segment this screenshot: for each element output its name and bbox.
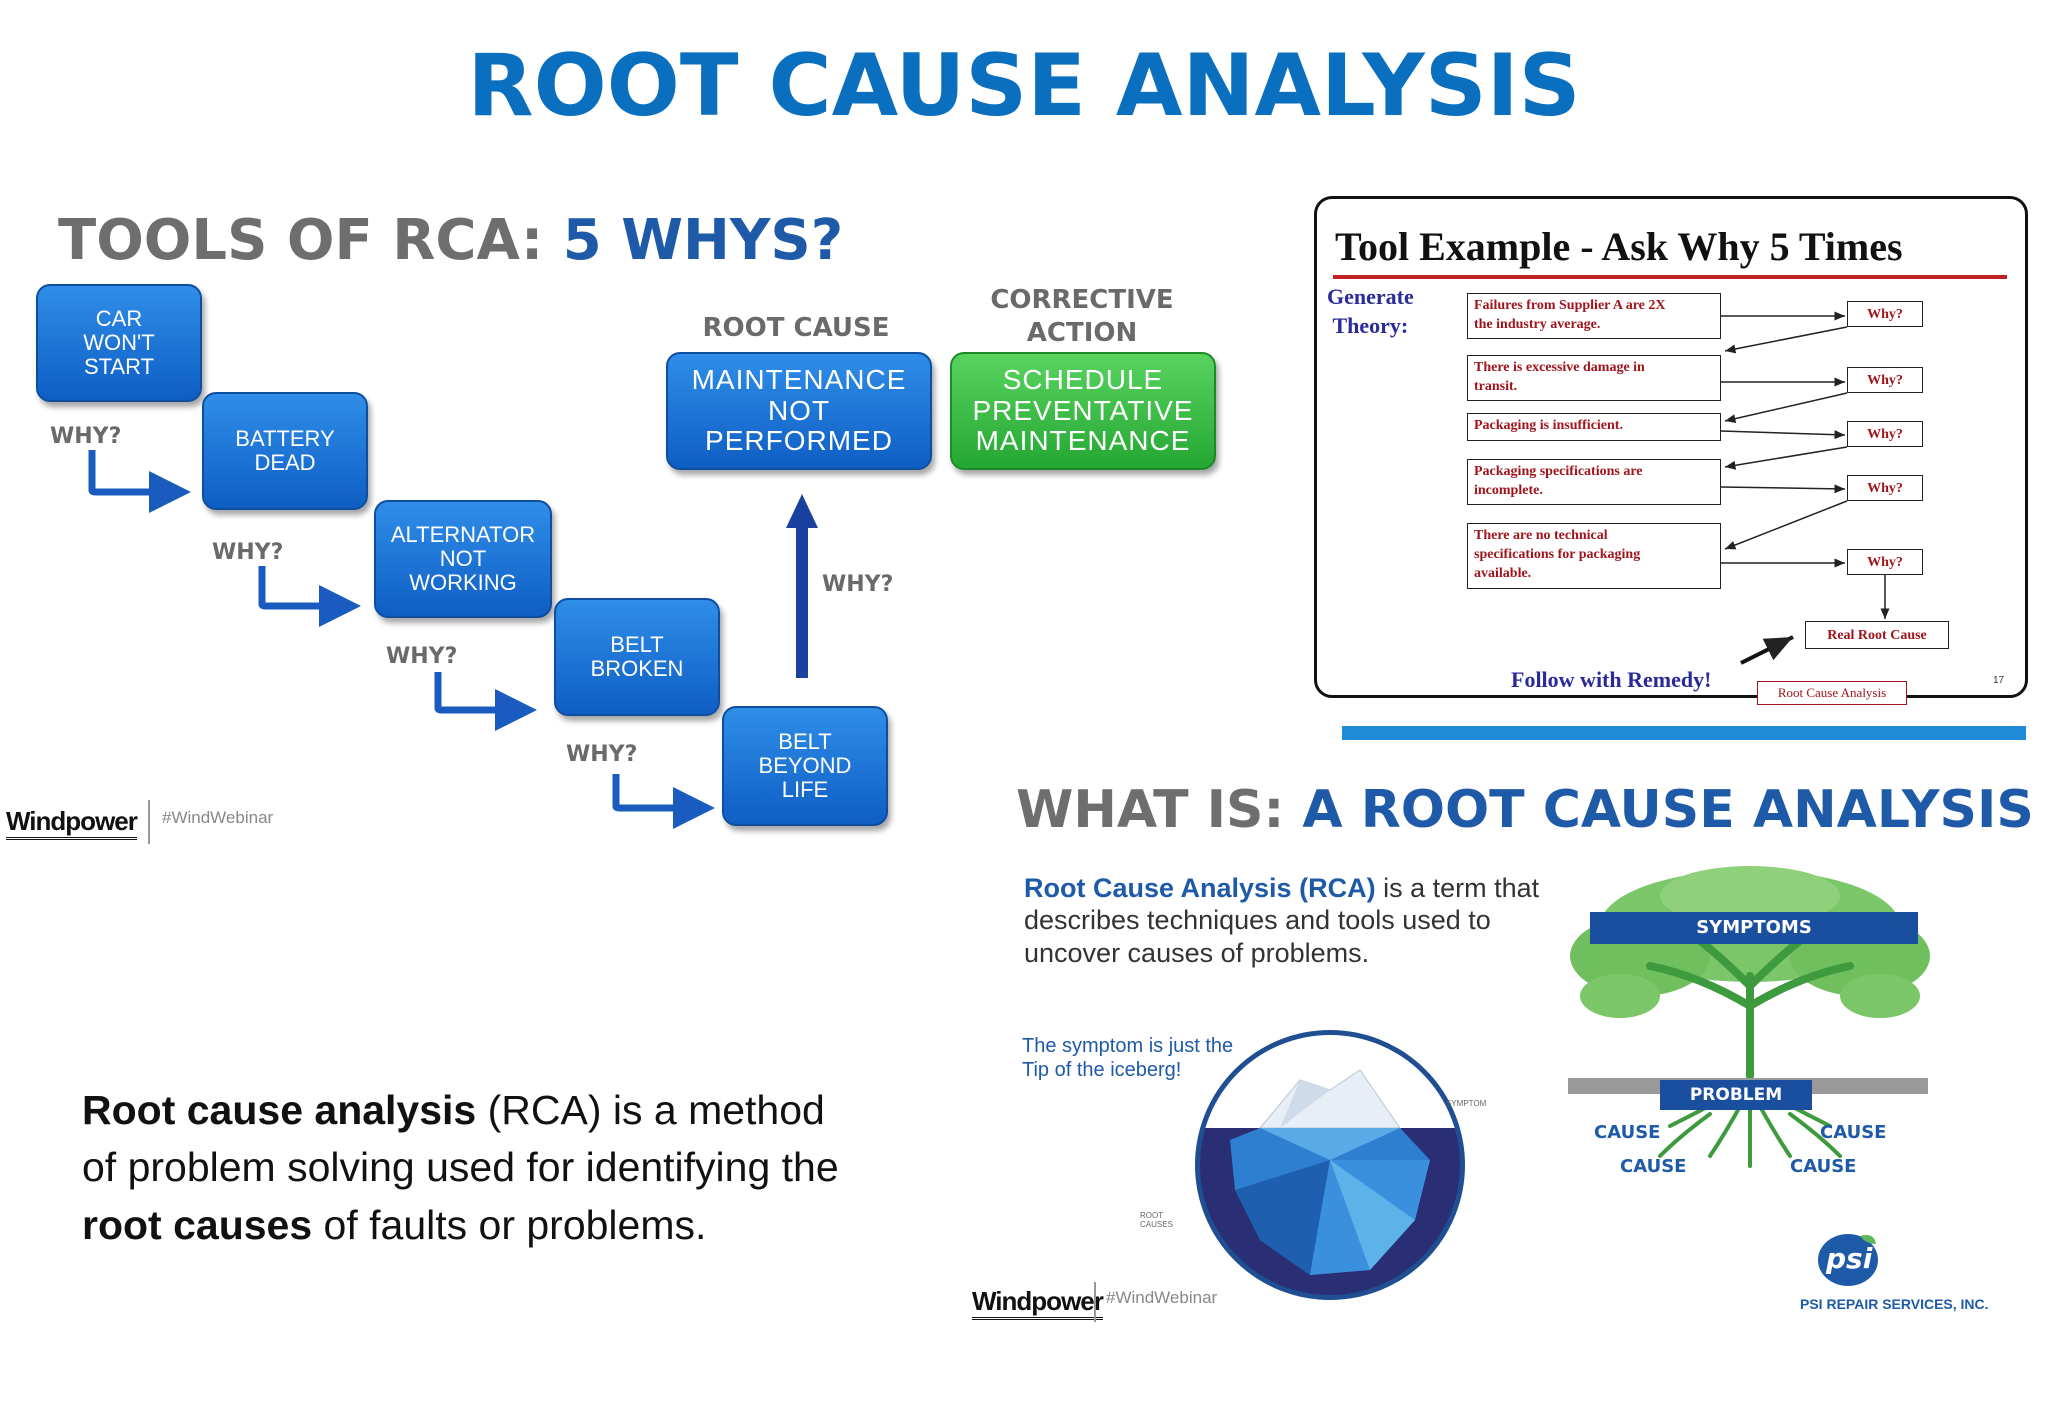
why-label-2: WHY?: [212, 540, 284, 565]
definition-part-1: (RCA) is a method of problem solving use…: [82, 1087, 839, 1191]
why-label-5: WHY?: [822, 572, 894, 597]
step-arrow-4: [612, 774, 715, 829]
step-belt-broken: BELT BROKEN: [554, 598, 720, 716]
step-arrow-1: [88, 450, 191, 513]
cause-label-4: CAUSE: [1790, 1156, 1857, 1177]
theory-1: Failures from Supplier A are 2X the indu…: [1467, 293, 1721, 339]
footer-divider: [148, 800, 150, 844]
rca-definition: Root cause analysis (RCA) is a method of…: [82, 1082, 862, 1254]
theory-3: Packaging is insufficient.: [1467, 413, 1721, 441]
symptoms-band: SYMPTOMS: [1590, 912, 1918, 944]
why-label-4: WHY?: [566, 742, 638, 767]
whatis-title-prefix: WHAT IS:: [1016, 780, 1285, 840]
iceberg-caption: The symptom is just the Tip of the icebe…: [1022, 1035, 1234, 1081]
problem-band: PROBLEM: [1660, 1080, 1812, 1110]
root-cause-box: MAINTENANCE NOT PERFORMED: [666, 352, 932, 470]
footer-hashtag: #WindWebinar: [162, 808, 274, 827]
tree-illustration: [1570, 866, 1930, 1168]
five-whys-title-prefix: TOOLS OF RCA:: [58, 208, 544, 273]
whatis-description: Root Cause Analysis (RCA) is a term that…: [1024, 872, 1544, 969]
tool-example-arrows: [1720, 311, 1890, 665]
up-arrow: [786, 494, 818, 678]
step-belt-beyond-life: BELT BEYOND LIFE: [722, 706, 888, 826]
blue-divider: [1342, 726, 2026, 740]
theory-2: There is excessive damage in transit.: [1467, 355, 1721, 401]
step-arrow-2: [258, 566, 361, 627]
cause-label-3: CAUSE: [1620, 1156, 1687, 1177]
generate-theory-label: Generate Theory:: [1327, 284, 1414, 338]
tool-example-title: Tool Example - Ask Why 5 Times: [1335, 224, 1903, 269]
footer-divider-2: [1094, 1282, 1096, 1322]
symptom-small-label: SYMPTOM: [1446, 1099, 1487, 1108]
footer-hashtag-2: #WindWebinar: [1106, 1288, 1218, 1307]
main-title: ROOT CAUSE ANALYSIS: [467, 36, 1581, 136]
psi-logo-text: psi: [1826, 1242, 1873, 1275]
step-car-wont-start: CAR WON'T START: [36, 284, 202, 402]
iceberg-illustration: [1195, 1030, 1465, 1300]
whatis-title-highlight: A ROOT CAUSE ANALYSIS: [1302, 780, 2034, 840]
real-root-cause-box: Real Root Cause: [1805, 621, 1949, 649]
root-cause-header: ROOT CAUSE: [702, 313, 890, 343]
five-whys-arrows: [88, 450, 818, 829]
why-box-5: Why?: [1847, 549, 1923, 575]
five-whys-title-highlight: 5 WHYS?: [562, 208, 844, 273]
follow-remedy-label: Follow with Remedy!: [1511, 667, 1712, 692]
definition-term-1: Root cause analysis: [82, 1087, 477, 1133]
root-causes-small-label: ROOT CAUSES: [1140, 1211, 1173, 1229]
why-box-1: Why?: [1847, 301, 1923, 327]
tool-example-panel: Tool Example - Ask Why 5 Times Generate …: [1314, 196, 2028, 705]
psi-logo-icon: [1818, 1234, 1878, 1286]
corrective-action-header: CORRECTIVE ACTION: [990, 285, 1174, 348]
step-battery-dead: BATTERY DEAD: [202, 392, 368, 510]
rca-term: Root Cause Analysis (RCA): [1024, 873, 1376, 903]
theory-5: There are no technical specifications fo…: [1467, 523, 1721, 589]
whatis-title: WHAT IS: A ROOT CAUSE ANALYSIS: [1016, 780, 2034, 840]
step-alternator-not-working: ALTERNATOR NOT WORKING: [374, 500, 552, 618]
theory-4: Packaging specifications are incomplete.: [1467, 459, 1721, 505]
definition-term-2: root causes: [82, 1201, 313, 1248]
why-label-1: WHY?: [50, 424, 122, 449]
windpower-logo-2: Windpower: [972, 1286, 1104, 1320]
step-arrow-3: [434, 672, 537, 731]
why-box-2: Why?: [1847, 367, 1923, 393]
slide-number: 17: [1993, 675, 2005, 686]
windpower-logo: Windpower: [6, 806, 138, 840]
cause-label-2: CAUSE: [1820, 1122, 1887, 1143]
definition-part-2: of faults or problems.: [312, 1201, 707, 1248]
why-box-3: Why?: [1847, 421, 1923, 447]
five-whys-title: TOOLS OF RCA: 5 WHYS?: [58, 208, 843, 273]
rca-footer-box: Root Cause Analysis: [1757, 681, 1907, 705]
title-underline: [1333, 275, 2007, 279]
rca-term-description: is a term that describes techniques and …: [1024, 873, 1540, 968]
corrective-action-box: SCHEDULE PREVENTATIVE MAINTENANCE: [950, 352, 1216, 470]
cause-label-1: CAUSE: [1594, 1122, 1661, 1143]
why-label-3: WHY?: [386, 644, 458, 669]
psi-company-name: PSI REPAIR SERVICES, INC.: [1800, 1296, 1989, 1312]
why-box-4: Why?: [1847, 475, 1923, 501]
